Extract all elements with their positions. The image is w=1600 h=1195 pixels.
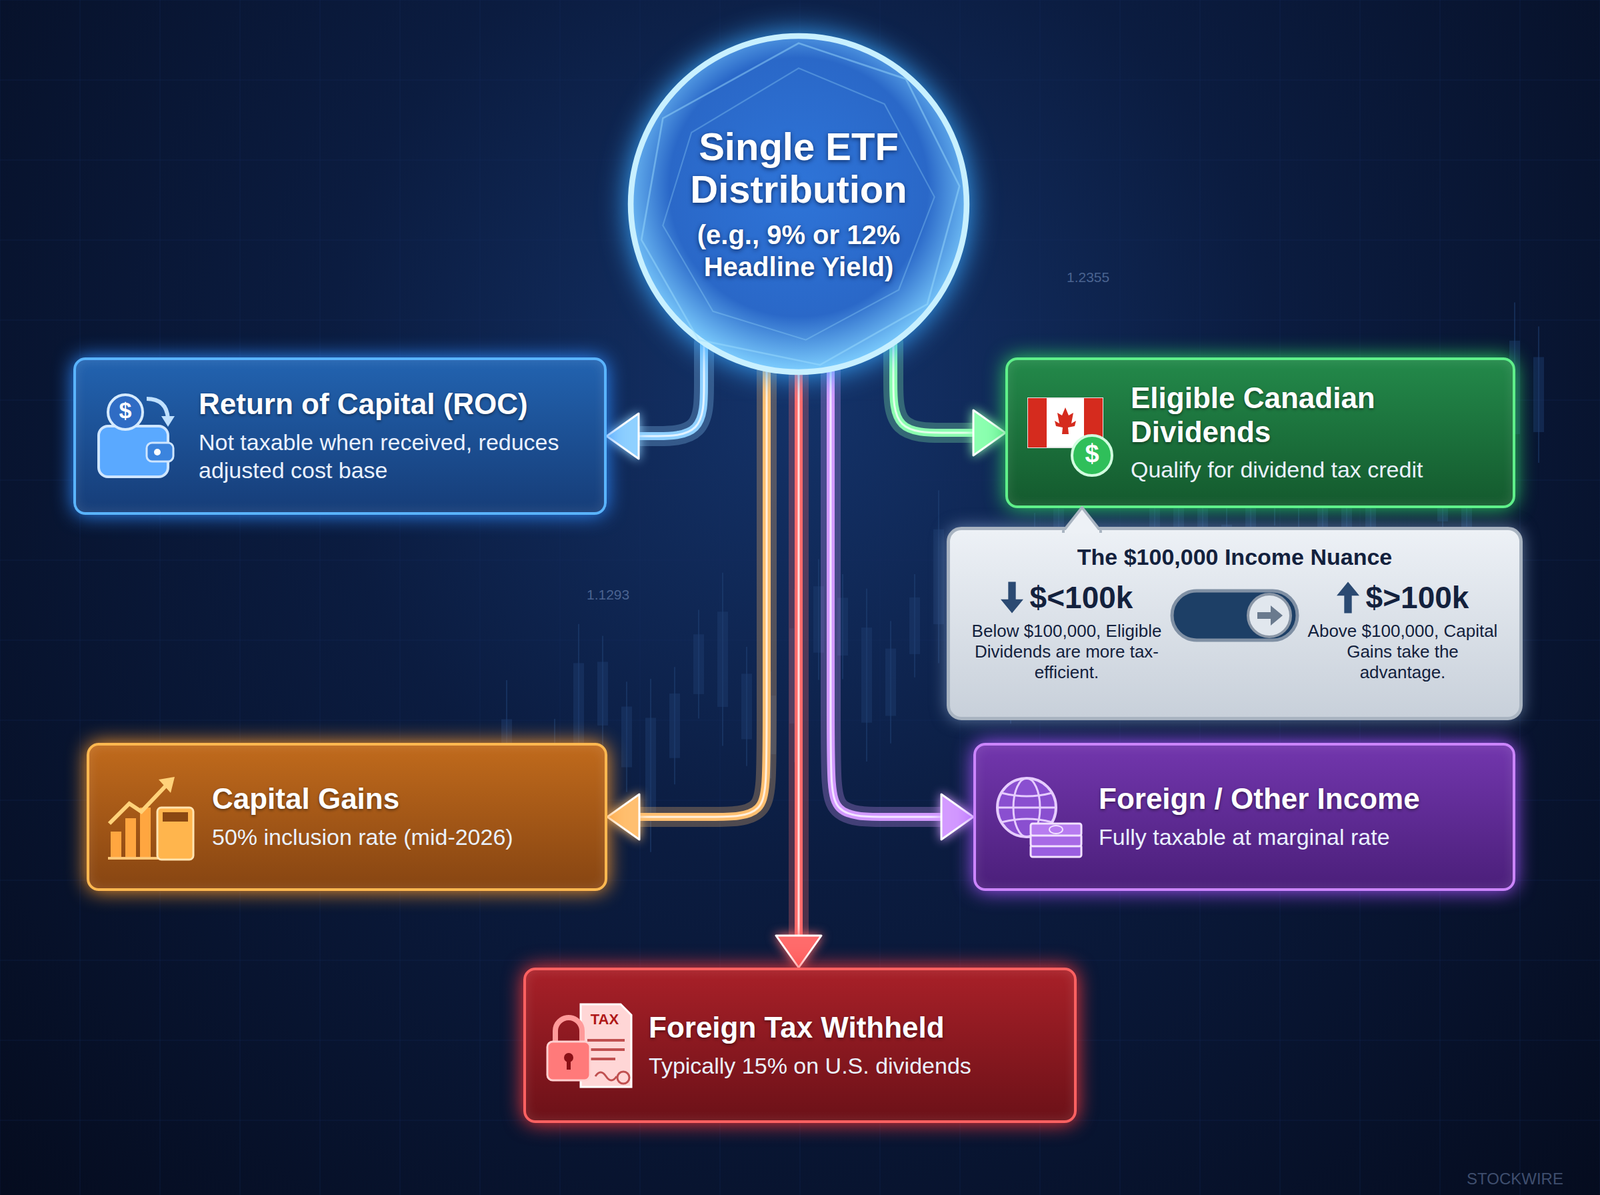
arrowhead — [776, 935, 822, 968]
growth-calculator-icon — [105, 770, 199, 864]
icon-slot: $ — [1024, 386, 1118, 480]
roc-box: $ Return of Capital (ROC) Not taxable when… — [73, 357, 607, 515]
flow-connector — [607, 368, 767, 840]
arrowhead — [973, 410, 1006, 456]
connector-glow — [830, 368, 942, 817]
connector-line — [830, 368, 942, 817]
tax-stamp: TAX — [586, 1010, 624, 1028]
callout-column: $>100kAbove $100,000, Capital Gains take… — [1306, 580, 1500, 683]
foreign-income-box: Foreign / Other IncomeFully taxable at m… — [973, 742, 1516, 891]
connector-core — [639, 368, 767, 817]
globe-money-icon — [992, 770, 1086, 864]
up-arrow — [1336, 581, 1360, 614]
arrowhead — [606, 413, 639, 459]
text-stack: Capital Gains 50% inclusion rate (mid-202… — [212, 782, 589, 851]
connector-line — [794, 372, 803, 936]
icon-slot: TAX — [542, 998, 636, 1092]
connector-line — [893, 342, 974, 433]
callout-column: $<100kBelow $100,000, Eligible Dividends… — [970, 580, 1164, 683]
chart-value: 1.2355 — [1066, 269, 1110, 286]
threshold-note: Above $100,000, Capital Gains take the a… — [1306, 620, 1500, 684]
connector-core — [830, 368, 942, 817]
threshold-label: $<100k — [1030, 580, 1134, 616]
flow-connector — [606, 342, 704, 459]
arrowhead — [941, 794, 974, 840]
column-head: $<100k — [970, 580, 1164, 616]
flow-connector — [776, 372, 822, 968]
threshold-label: $>100k — [1366, 580, 1470, 616]
distribution-circle: Single ETF Distribution (e.g., 9% or 12% … — [620, 25, 978, 383]
arrowhead — [607, 794, 640, 840]
column-head: $>100k — [1306, 580, 1500, 616]
tax-withheld-box: TAX Foreign Tax WithheldTypically 15% on … — [523, 967, 1077, 1123]
connector-core — [893, 342, 974, 433]
text-stack: Return of Capital (ROC) Not taxable when … — [198, 387, 588, 485]
box-heading: Foreign / Other Income — [1098, 782, 1497, 816]
box-heading: Capital Gains — [212, 782, 589, 816]
down-arrow — [1000, 581, 1024, 614]
box-heading: Return of Capital (ROC) — [198, 387, 588, 422]
text-stack: Eligible Canadian DividendsQualify for d… — [1130, 381, 1497, 484]
callout-tail — [1062, 506, 1102, 533]
connector-core — [798, 372, 800, 936]
connector-line — [639, 368, 767, 817]
chart-value: 1.1293 — [586, 586, 630, 603]
box-body: 50% inclusion rate (mid-2026) — [212, 822, 589, 852]
connector-glow — [893, 342, 974, 433]
connector-glow — [638, 342, 704, 436]
flow-connector — [893, 342, 1006, 456]
text-stack: Foreign / Other IncomeFully taxable at m… — [1098, 782, 1497, 851]
threshold-note: Below $100,000, Eligible Dividends are m… — [970, 620, 1164, 684]
watermark: STOCKWIRE — [1466, 1169, 1564, 1188]
text-stack: Foreign Tax WithheldTypically 15% on U.S… — [648, 1010, 1058, 1080]
dollar-sign: $ — [116, 397, 135, 424]
circle-subtitle: (e.g., 9% or 12% Headline Yield) — [665, 218, 932, 283]
box-body: Fully taxable at marginal rate — [1098, 822, 1497, 852]
callout-title: The $100,000 Income Nuance — [970, 543, 1500, 571]
connector-glow — [639, 368, 767, 817]
icon-slot — [992, 770, 1086, 864]
flag-icon — [1024, 386, 1118, 480]
circle-title: Single ETF Distribution — [655, 125, 942, 211]
box-heading: Foreign Tax Withheld — [648, 1010, 1058, 1045]
connector-core — [638, 342, 704, 436]
box-heading: Eligible Canadian Dividends — [1130, 381, 1497, 449]
box-body: Qualify for dividend tax credit — [1130, 455, 1497, 484]
box-body: Not taxable when received, reduces adjus… — [198, 428, 588, 485]
nuance-callout: The $100,000 Income Nuance $<100kBelow $1… — [946, 526, 1523, 720]
lock-document-icon — [542, 998, 636, 1092]
toggle-switch — [1168, 585, 1302, 646]
wallet-icon — [92, 389, 186, 483]
connector-line — [638, 342, 704, 436]
icon-slot: $ — [92, 389, 186, 483]
box-body: Typically 15% on U.S. dividends — [648, 1051, 1058, 1080]
capital-gains-box: Capital Gains 50% inclusion rate (mid-202… — [86, 742, 608, 891]
callout-row: $<100kBelow $100,000, Eligible Dividends… — [970, 580, 1500, 683]
connector-glow — [788, 372, 809, 936]
dividends-box: $ Eligible Canadian DividendsQualify for … — [1005, 357, 1516, 508]
icon-slot — [105, 770, 199, 864]
dollar-sign: $ — [1081, 439, 1103, 468]
